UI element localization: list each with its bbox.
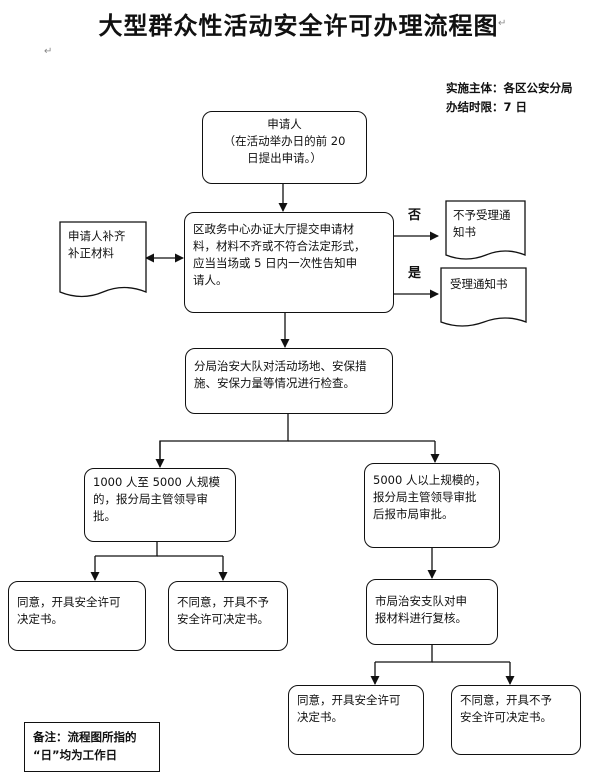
box-line: （在活动举办日的前 20 xyxy=(223,134,346,148)
agree-permit-box-right: 同意，开具安全许可 决定书。 xyxy=(288,685,424,755)
agree-permit-box-left: 同意，开具安全许可 决定书。 xyxy=(8,581,146,651)
box-line: 料，材料不齐或不符合法定形式， xyxy=(193,239,366,253)
doc-line: 申请人补齐 xyxy=(68,229,126,243)
disagree-permit-box-left: 不同意，开具不予 安全许可决定书。 xyxy=(168,581,288,651)
note-line: 备注：流程图所指的 xyxy=(33,730,137,744)
service-center-box: 区政务中心办证大厅提交申请材 料，材料不齐或不符合法定形式， 应当当场或 5 日… xyxy=(184,212,394,313)
disagree-permit-box-right: 不同意，开具不予 安全许可决定书。 xyxy=(451,685,581,755)
box-line: 同意，开具安全许可 xyxy=(17,595,121,609)
remark-note: 备注：流程图所指的 “日”均为工作日 xyxy=(24,722,160,772)
supplement-document: 申请人补齐 补正材料 xyxy=(68,228,126,262)
box-line: 后报市局审批。 xyxy=(373,507,454,521)
box-line: 应当当场或 5 日内一次性告知申 xyxy=(193,256,358,270)
applicant-box: 申请人 （在活动举办日的前 20 日提出申请。） xyxy=(202,111,367,184)
inspection-box: 分局治安大队对活动场地、安保措 施、安保力量等情况进行检查。 xyxy=(185,348,393,414)
box-line: 的，报分局主管领导审 xyxy=(93,492,208,506)
city-review-box: 市局治安支队对申 报材料进行复核。 xyxy=(366,579,498,645)
yes-label: 是 xyxy=(408,266,422,281)
document-shape-not-accepted xyxy=(445,200,526,260)
connector-review-split xyxy=(375,645,433,663)
doc-line: 知书 xyxy=(453,225,476,239)
doc-line: 受理通知书 xyxy=(450,277,508,291)
small-scale-approval-box: 1000 人至 5000 人规模 的，报分局主管领导审 批。 xyxy=(84,468,236,542)
box-line: 分局治安大队对活动场地、安保措 xyxy=(194,359,367,373)
accepted-notice-document: 受理通知书 xyxy=(450,276,508,293)
box-line: 不同意，开具不予 xyxy=(460,693,552,707)
box-line: 日提出申请。） xyxy=(247,151,322,165)
box-line: 1000 人至 5000 人规模 xyxy=(93,475,220,489)
box-line: 批。 xyxy=(93,509,116,523)
page-title: 大型群众性活动安全许可办理流程图 xyxy=(98,12,499,40)
box-line: 请人。 xyxy=(193,273,228,287)
box-line: 决定书。 xyxy=(297,710,343,724)
box-line: 申请人 xyxy=(267,117,302,131)
note-line: “日”均为工作日 xyxy=(33,748,118,762)
paragraph-mark: ↵ xyxy=(44,46,53,57)
box-line: 5000 人以上规模的， xyxy=(373,473,487,487)
box-line: 施、安保力量等情况进行检查。 xyxy=(194,376,355,390)
box-line: 安全许可决定书。 xyxy=(460,710,552,724)
box-line: 决定书。 xyxy=(17,612,63,626)
not-accepted-notice-document: 不予受理通 知书 xyxy=(453,207,511,241)
connector-inspection-split xyxy=(159,414,289,466)
box-line: 报分局主管领导审批 xyxy=(373,490,477,504)
completion-time-limit: 办结时限：7 日 xyxy=(446,100,528,114)
connector-small-split xyxy=(95,542,158,557)
box-line: 不同意，开具不予 xyxy=(177,595,269,609)
implementing-body: 实施主体：各区公安分局 xyxy=(446,81,573,95)
document-shape-accepted xyxy=(440,267,527,327)
no-label: 否 xyxy=(408,208,422,223)
doc-line: 补正材料 xyxy=(68,246,114,260)
paragraph-mark: ↵ xyxy=(498,18,507,29)
box-line: 安全许可决定书。 xyxy=(177,612,269,626)
box-line: 报材料进行复核。 xyxy=(375,611,467,625)
document-shape-supplement xyxy=(59,221,147,298)
box-line: 区政务中心办证大厅提交申请材 xyxy=(193,222,354,236)
doc-line: 不予受理通 xyxy=(453,208,511,222)
large-scale-approval-box: 5000 人以上规模的， 报分局主管领导审批 后报市局审批。 xyxy=(364,463,500,548)
box-line: 同意，开具安全许可 xyxy=(297,693,401,707)
box-line: 市局治安支队对申 xyxy=(375,594,467,608)
